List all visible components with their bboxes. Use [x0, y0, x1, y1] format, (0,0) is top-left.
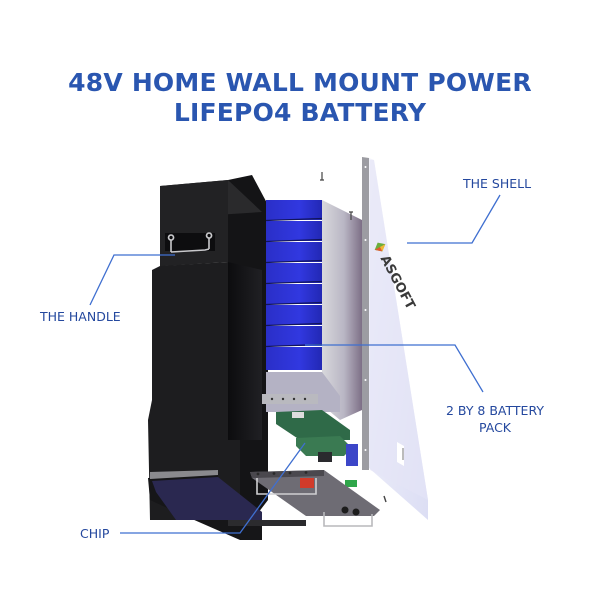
- page-title: 48V HOME WALL MOUNT POWER LIFEPO4 BATTER…: [0, 68, 600, 128]
- battery-cell: [266, 242, 322, 262]
- callout-label-pack-line-1: 2 BY 8 BATTERY: [446, 403, 544, 418]
- bms-assembly: [262, 394, 358, 487]
- shell-edge: [362, 157, 369, 470]
- casing-bottom-edge: [152, 477, 262, 520]
- plate-bottom-handle-icon: [323, 512, 373, 527]
- screw-icon: [320, 172, 324, 181]
- terminal-post: [352, 508, 360, 516]
- casing-front-face: [148, 262, 240, 520]
- terminal-post: [341, 506, 349, 514]
- connector-module: [346, 444, 358, 466]
- plate-handle-icon: [256, 478, 317, 495]
- screw-icon: [349, 211, 353, 220]
- battery-cell: [266, 284, 322, 304]
- battery-cell: [266, 221, 322, 241]
- shell-panel: ASGOFT: [362, 157, 428, 520]
- casing-bottom-plate: [228, 520, 306, 526]
- callout-label-chip: CHIP: [80, 526, 110, 541]
- title-line-1: 48V HOME WALL MOUNT POWER: [68, 68, 532, 97]
- bottom-plate-face: [250, 470, 380, 516]
- bracket-holes: [270, 397, 307, 401]
- casing-side-panel: [228, 262, 262, 440]
- leader-line-handle: [89, 254, 175, 306]
- shell-screw-holes: [364, 166, 367, 451]
- leader-line-shell: [407, 194, 501, 244]
- handle-recess: [165, 233, 215, 251]
- callout-label-handle: THE HANDLE: [40, 309, 121, 324]
- shell-sticker: [397, 442, 404, 466]
- battery-cell: [266, 305, 322, 325]
- battery-pack: [265, 200, 362, 420]
- battery-cell: [266, 263, 322, 283]
- leader-line-pack: [305, 344, 484, 393]
- battery-casing: [148, 175, 306, 540]
- pcb-connector: [292, 412, 304, 418]
- pcb-board: [296, 436, 352, 456]
- power-switch: [300, 478, 314, 488]
- title-line-2: LIFEPO4 BATTERY: [173, 98, 427, 127]
- cell-stack: [266, 200, 322, 370]
- bottom-plate: [250, 470, 387, 527]
- callout-label-battery-pack: 2 BY 8 BATTERY PACK: [440, 402, 550, 436]
- plate-screws: [256, 471, 308, 476]
- battery-cell: [266, 347, 322, 370]
- screws: [320, 172, 353, 220]
- leader-line-chip: [120, 442, 306, 534]
- screw-icon: [383, 495, 387, 503]
- battery-cell: [266, 326, 322, 346]
- pack-tray: [322, 200, 362, 420]
- casing-trim-strip: [150, 470, 218, 479]
- handle-icon: [167, 232, 213, 253]
- battery-cell: [266, 200, 322, 220]
- chip-component: [318, 452, 332, 462]
- bms-bracket: [262, 394, 318, 404]
- green-terminal: [345, 480, 357, 487]
- callout-label-pack-line-2: PACK: [479, 420, 511, 435]
- leader-lines: [89, 194, 501, 534]
- callout-label-shell: THE SHELL: [463, 176, 532, 191]
- casing-front-upper: [160, 180, 228, 266]
